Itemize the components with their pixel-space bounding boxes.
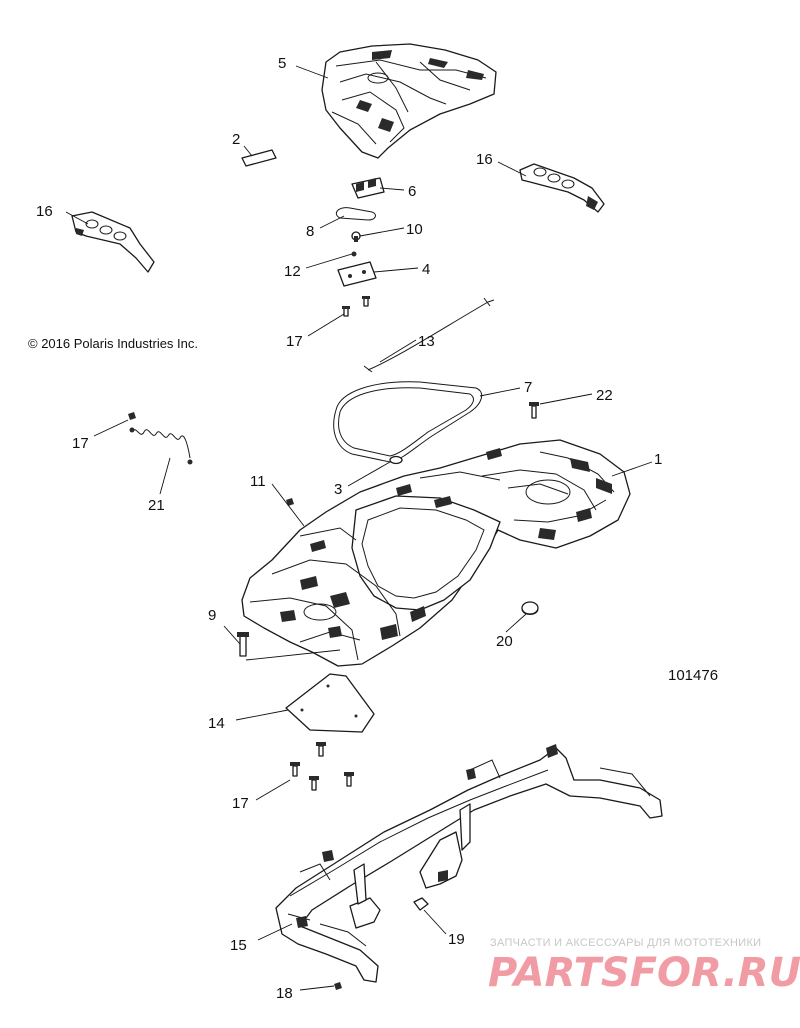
callout-17-left: 17 [72, 435, 89, 452]
watermark-logo: PARTSFOR.RU [488, 950, 800, 996]
callout-1: 1 [654, 451, 662, 468]
part-17-screw-left [128, 412, 136, 420]
callout-18: 18 [276, 985, 293, 1002]
part-7-seal [333, 381, 483, 463]
callout-19: 19 [448, 931, 465, 948]
part-15-frame [275, 744, 663, 983]
callout-4: 4 [422, 261, 430, 278]
callout-11: 11 [250, 473, 266, 490]
part-21-spring [129, 427, 193, 465]
callout-16-left: 16 [36, 203, 53, 220]
part-16-hook-left [71, 211, 155, 273]
watermark: ЗАПЧАСТИ И АКСЕССУАРЫ ДЛЯ МОТОТЕХНИКИ PA… [488, 937, 800, 996]
copyright-text: © 2016 Polaris Industries Inc. [28, 336, 198, 351]
callout-17-upper: 17 [286, 333, 303, 350]
part-10-fastener [351, 231, 361, 242]
callout-13: 13 [418, 333, 435, 350]
part-18-bolt [334, 982, 342, 990]
leader-lines [65, 65, 653, 991]
figure-number: 101476 [668, 667, 718, 684]
callout-14: 14 [208, 715, 225, 732]
callout-10: 10 [406, 221, 423, 238]
callout-21: 21 [148, 497, 165, 514]
part-8-clip [335, 207, 376, 221]
part-17-bolts-lower [290, 742, 354, 791]
part-3-grommet [389, 455, 403, 465]
part-16-hook-right [519, 163, 605, 213]
part-17-bolts-upper [342, 296, 370, 317]
callout-7: 7 [524, 379, 532, 396]
callout-2: 2 [232, 131, 240, 148]
part-11-screw [286, 498, 294, 506]
callout-12: 12 [284, 263, 301, 280]
part-5-cover [321, 43, 497, 159]
part-12-screw [351, 251, 357, 257]
callout-9: 9 [208, 607, 216, 624]
callout-6: 6 [408, 183, 416, 200]
callout-22: 22 [596, 387, 613, 404]
part-19-nut [413, 897, 429, 911]
part-14-plate [285, 673, 375, 733]
callout-3: 3 [334, 481, 342, 498]
part-4-plate [337, 261, 377, 287]
callout-labels: 5 2 6 8 10 12 4 17 13 7 22 17 21 3 1 11 … [28, 55, 718, 1002]
callout-16-right: 16 [476, 151, 493, 168]
part-1-rack-body [241, 439, 631, 667]
part-6-latch [351, 177, 385, 199]
callout-15: 15 [230, 937, 247, 954]
part-9-bolt [237, 632, 249, 657]
callout-20: 20 [496, 633, 513, 650]
part-2-decal [241, 149, 277, 167]
callout-8: 8 [306, 223, 314, 240]
part-22-screw [529, 402, 539, 419]
callout-17-lower: 17 [232, 795, 249, 812]
part-13-cable [363, 297, 495, 373]
watermark-caption: ЗАПЧАСТИ И АКСЕССУАРЫ ДЛЯ МОТОТЕХНИКИ [490, 937, 761, 949]
part-20-plug [521, 601, 539, 615]
callout-5: 5 [278, 55, 286, 72]
